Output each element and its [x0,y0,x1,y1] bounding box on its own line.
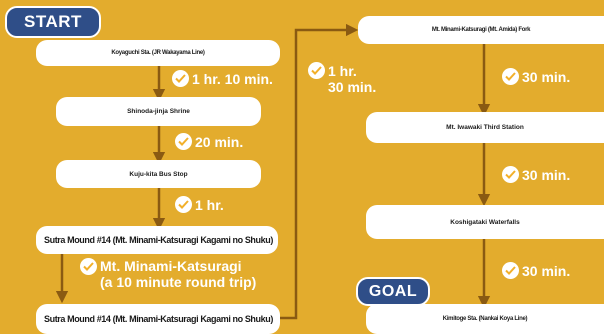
stop-sutra-mound-1: Sutra Mound #14 (Mt. Minami-Katsuragi Ka… [36,226,278,254]
stop-sutra-mound-2: Sutra Mound #14 (Mt. Minami-Katsuragi Ka… [36,304,280,334]
check-circle-icon [502,68,519,85]
duration-koyaguchi-shinoda: 1 hr. 10 min. [172,70,273,87]
stop-shinoda-jinja: Shinoda-jinja Shrine [56,97,261,126]
side-trip-note: Mt. Minami-Katsuragi (a 10 minute round … [80,258,256,290]
duration-text: 1 hr. 10 min. [192,70,273,87]
stop-kimitoge: Kimitoge Sta. (Nankai Koya Line) [366,304,604,334]
start-badge: START [5,6,101,38]
duration-amida-iwawaki: 30 min. [502,68,570,85]
side-trip-line1: Mt. Minami-Katsuragi [100,258,242,274]
duration-shinoda-kuju: 20 min. [175,133,243,150]
duration-text: 1 hr. [195,196,224,213]
check-circle-icon [172,70,189,87]
stop-koyaguchi: Koyaguchi Sta. (JR Wakayama Line) [36,40,280,66]
stop-iwawaki: Mt. Iwawaki Third Station [366,112,604,143]
duration-text: 20 min. [195,133,244,150]
side-trip-line2: (a 10 minute round trip) [100,274,257,290]
stop-koshigataki: Koshigataki Waterfalls [366,205,604,239]
duration-iwawaki-koshigataki: 30 min. [502,166,570,183]
duration-koshigataki-kimitoge: 30 min. [502,262,570,279]
duration-line1: 1 hr. [328,62,357,79]
duration-text: 30 min. [522,166,571,183]
goal-badge: GOAL [356,277,430,306]
duration-text: 30 min. [522,262,571,279]
stop-sutra-mound-2-label: Sutra Mound #14 (Mt. Minami-Katsuragi Ka… [44,314,273,324]
duration-kuju-sutra: 1 hr. [175,196,224,213]
check-circle-icon [502,262,519,279]
check-circle-icon [308,62,325,79]
duration-text: 30 min. [522,68,571,85]
check-circle-icon [175,133,192,150]
check-circle-icon [80,258,97,275]
duration-line2: 30 min. [328,79,377,95]
check-circle-icon [502,166,519,183]
arrow-down-icon [280,23,359,320]
stop-amida-fork: Mt. Minami-Katsuragi (Mt. Amida) Fork [358,16,604,44]
duration-sutra-amida: 1 hr. 30 min. [308,62,376,95]
check-circle-icon [175,196,192,213]
stop-kuju-kita: Kuju-kita Bus Stop [56,160,261,188]
stop-sutra-mound-1-label: Sutra Mound #14 (Mt. Minami-Katsuragi Ka… [44,235,273,245]
